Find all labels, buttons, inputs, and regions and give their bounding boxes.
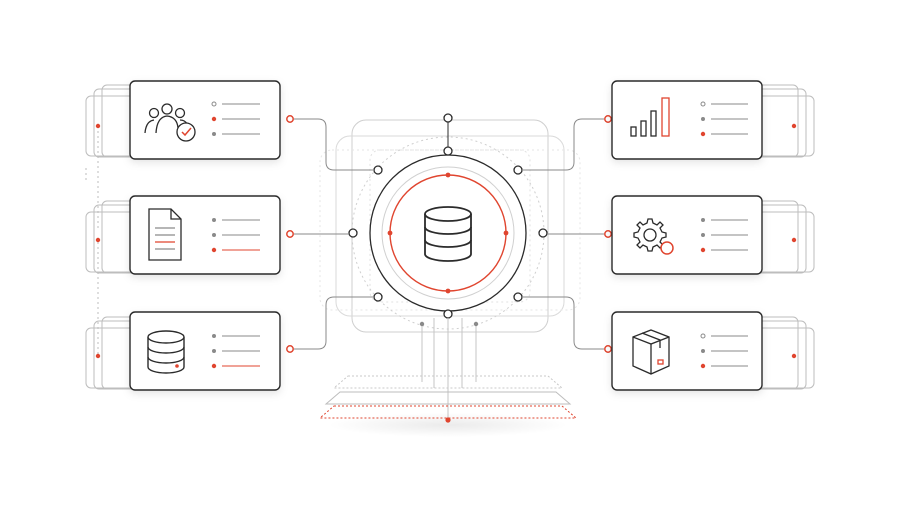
card-package[interactable] [611, 311, 763, 391]
platform-shadow [328, 413, 568, 437]
card-bar-chart[interactable] [611, 80, 763, 160]
document-icon [148, 208, 182, 261]
card-bar-chart-rows [700, 101, 748, 137]
connector-lines [294, 118, 604, 350]
drop-line-dots [419, 321, 479, 327]
left-stack-dots [95, 123, 101, 359]
hub-middle-ring [381, 166, 515, 300]
card-database[interactable] [129, 311, 281, 391]
gear-icon [633, 218, 674, 255]
package-box-icon [632, 329, 670, 375]
card-document-rows [211, 218, 260, 253]
card-users[interactable] [129, 80, 281, 160]
user-group-check-icon [144, 103, 196, 142]
left-stack-dotted-links [85, 126, 99, 354]
bar-chart-icon [630, 97, 670, 137]
hub-accent-ring-dots [387, 172, 509, 294]
connector-end-dots [286, 115, 612, 353]
drop-lines [421, 318, 477, 420]
card-package-rows [700, 333, 748, 369]
card-gear[interactable] [611, 195, 763, 275]
database-icon [424, 206, 472, 262]
right-stack-dots [791, 123, 797, 359]
card-gear-rows [700, 218, 748, 253]
card-database-rows [211, 334, 260, 369]
platform [318, 375, 578, 419]
card-document[interactable] [129, 195, 281, 275]
card-users-rows [211, 101, 260, 136]
platform-accent-dot [445, 417, 451, 423]
hub-node-dots [348, 113, 548, 319]
database-icon [147, 330, 185, 374]
